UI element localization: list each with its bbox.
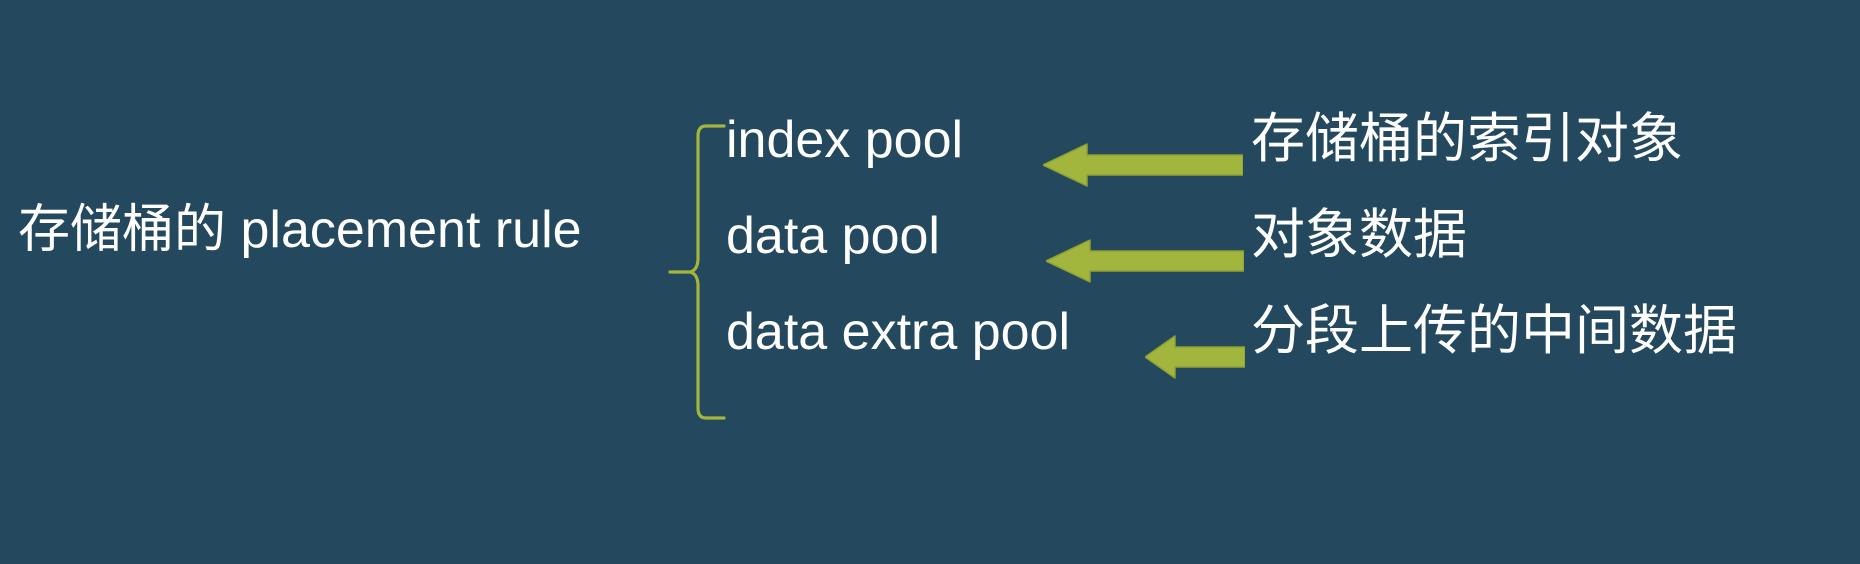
root-label-cjk: 存储桶的 <box>18 200 227 260</box>
description-data-extra-pool: 分段上传的中间数据 <box>1251 299 1737 362</box>
root-label: 存储桶的 placement rule <box>18 204 582 256</box>
description-index-pool: 存储桶的索引对象 <box>1251 107 1683 170</box>
curly-brace-icon <box>668 124 726 420</box>
left-arrow-icon-index <box>1043 143 1243 187</box>
left-arrow-icon-data <box>1046 239 1244 283</box>
left-arrow-icon-data-extra <box>1145 335 1245 379</box>
description-data-pool: 对象数据 <box>1251 203 1467 266</box>
pool-label-data: data pool <box>726 207 940 265</box>
pool-label-index: index pool <box>726 111 964 169</box>
pool-label-data-extra: data extra pool <box>726 303 1071 361</box>
root-label-latin: placement rule <box>240 201 582 259</box>
